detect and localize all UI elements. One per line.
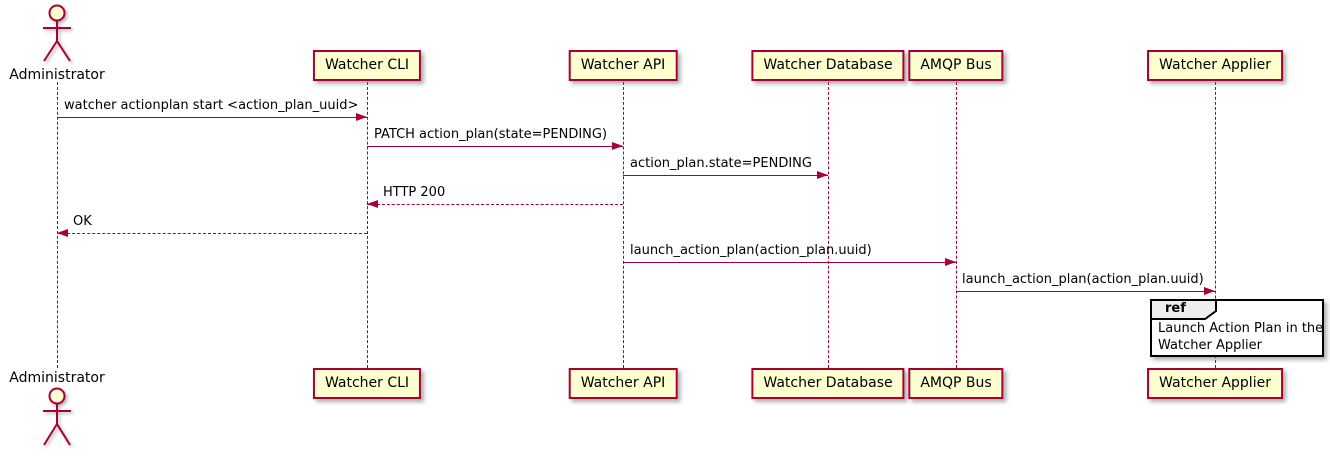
arrowhead-icon (945, 258, 956, 266)
message-line (623, 262, 956, 263)
message-label: watcher actionplan start <action_plan_uu… (64, 98, 359, 113)
ref-text-line1: Launch Action Plan in the (1158, 321, 1324, 336)
arrowhead-icon (367, 200, 378, 208)
participant-watcher-cli-top: Watcher CLI (312, 50, 422, 81)
participant-watcher-database-bottom: Watcher Database (751, 368, 905, 399)
actor-icon (37, 386, 77, 452)
participant-watcher-api-top: Watcher API (568, 50, 678, 81)
lifeline-watcher-cli (366, 82, 368, 368)
ref-text-line2: Watcher Applier (1158, 338, 1262, 353)
message-label: PATCH action_plan(state=PENDING) (374, 127, 608, 142)
message-line (367, 204, 623, 205)
participant-watcher-applier-bottom: Watcher Applier (1147, 368, 1283, 399)
participant-watcher-applier-top: Watcher Applier (1147, 50, 1283, 81)
ref-pentagon-icon (1150, 299, 1217, 320)
arrowhead-icon (612, 142, 623, 150)
message-label: action_plan.state=PENDING (630, 156, 812, 171)
message-line (57, 117, 367, 118)
message-line (956, 291, 1215, 292)
message-line (57, 233, 367, 234)
message-label: OK (73, 214, 92, 229)
ref-keyword: ref (1165, 301, 1186, 316)
arrowhead-icon (817, 171, 828, 179)
lifeline-watcher-database (827, 82, 829, 368)
participant-amqp-bus-top: AMQP Bus (908, 50, 1004, 81)
message-line (623, 175, 828, 176)
actor-label-top: Administrator (9, 67, 105, 83)
participant-amqp-bus-bottom: AMQP Bus (908, 368, 1004, 399)
arrowhead-icon (356, 113, 367, 121)
actor-icon (37, 4, 77, 68)
participant-watcher-api-bottom: Watcher API (568, 368, 678, 399)
actor-label-bottom: Administrator (9, 370, 105, 386)
lifeline-watcher-api (622, 82, 624, 368)
lifeline-watcher-applier (1214, 82, 1216, 368)
arrowhead-icon (57, 229, 68, 237)
ref-fragment: ref Launch Action Plan in the Watcher Ap… (1150, 299, 1324, 357)
arrowhead-icon (1204, 287, 1215, 295)
lifeline-amqp-bus (955, 82, 957, 368)
lifeline-administrator (56, 82, 58, 368)
message-label: launch_action_plan(action_plan.uuid) (962, 272, 1204, 287)
participant-watcher-cli-bottom: Watcher CLI (312, 368, 422, 399)
message-line (367, 146, 623, 147)
message-label: launch_action_plan(action_plan.uuid) (630, 243, 872, 258)
participant-watcher-database-top: Watcher Database (751, 50, 905, 81)
message-label: HTTP 200 (383, 185, 446, 200)
